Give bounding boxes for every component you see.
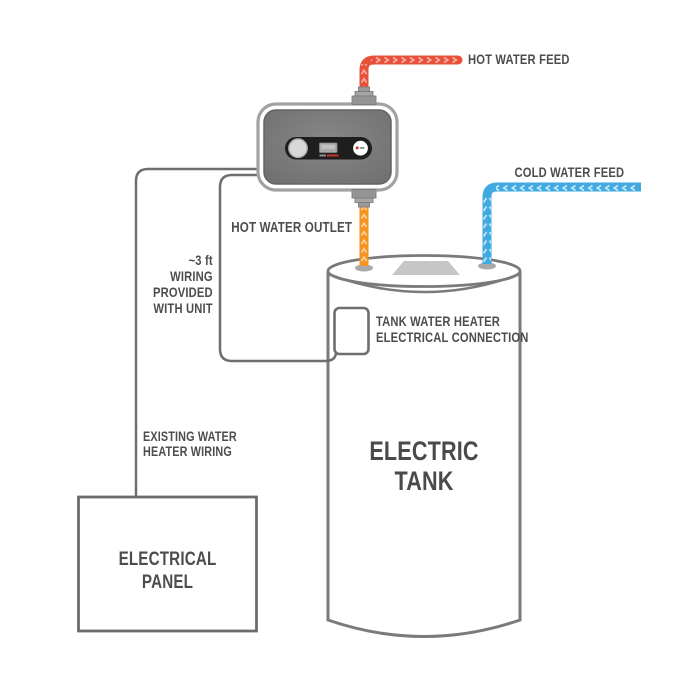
hot-outlet-port [355,264,373,272]
cold-water-feed-label: COLD WATER FEED [514,164,624,180]
wiring-note-line-1: ~3 ft [188,252,213,268]
electrical-panel-label: ELECTRICAL PANEL [96,548,239,594]
brand-logo-dot [355,146,359,150]
hot-outlet-flow-chevrons [360,203,368,263]
cold-inlet-port [478,262,496,270]
hot-feed-flow-chevrons-horizontal [371,56,458,64]
existing-wiring-line-2: HEATER WIRING [143,444,232,459]
hot-water-feed-label: HOT WATER FEED [468,51,570,67]
unit-wiring-cable [218,173,338,363]
electric-tank-line-2: TANK [394,466,454,496]
wiring-note-line-2: WIRING [170,268,213,284]
wiring-provided-note: ~3 ft WIRING PROVIDED WITH UNIT [153,252,213,316]
fitting-collar [358,202,370,208]
existing-wiring-line-1: EXISTING WATER [143,429,237,444]
hot-feed-pipe-run [359,55,463,97]
tank-connection-line-2: ELECTRICAL CONNECTION [376,329,529,345]
tank-electrical-connection-label: TANK WATER HEATER ELECTRICAL CONNECTION [376,313,528,345]
tank-connection-line-1: TANK WATER HEATER [376,313,501,329]
hot-water-outlet-pipe [359,201,369,266]
brand-wordmark-gray [319,154,326,157]
electrical-panel-line-2: PANEL [141,572,194,593]
pipe-fitting-bottom [351,189,377,208]
existing-wiring-label: EXISTING WATER HEATER WIRING [143,429,237,459]
fitting-collar [358,86,370,92]
wiring-note-line-3: PROVIDED [153,284,213,300]
tank-top-plate [392,261,460,275]
dial-knob [288,138,308,159]
fitting-nut [354,91,374,97]
electric-tank-line-1: ELECTRIC [369,436,479,466]
electrical-panel-box [77,495,258,633]
existing-wiring-cable [134,167,259,497]
display-glare [321,144,335,149]
electric-tank-label: ELECTRIC TANK [352,436,496,496]
tank-rim-seam [327,272,521,294]
wiring-note-line-4: WITH UNIT [153,300,213,316]
hot-water-outlet-label: HOT WATER OUTLET [231,220,352,236]
electric-tank [326,254,522,638]
cold-water-feed-pipe [482,182,641,264]
electrical-panel-line-1: ELECTRICAL [118,549,217,570]
cold-feed-pipe-run [482,182,641,264]
hot-water-feed-pipe [359,55,463,97]
cold-feed-flow-chevrons-horizontal [496,183,636,191]
booster-unit [256,102,399,192]
fitting-base [351,189,377,199]
cold-feed-flow-chevrons-vertical [483,196,491,262]
fitting-nut [354,197,374,203]
brand-logo-text-mark [359,147,365,149]
tank-electrical-connection-box [333,306,370,356]
fitting-base [351,95,377,105]
tank-body [326,271,522,638]
brand-wordmark-red [327,154,339,157]
hot-feed-flow-chevrons-vertical [360,64,368,89]
pipe-fitting-top [351,86,377,105]
